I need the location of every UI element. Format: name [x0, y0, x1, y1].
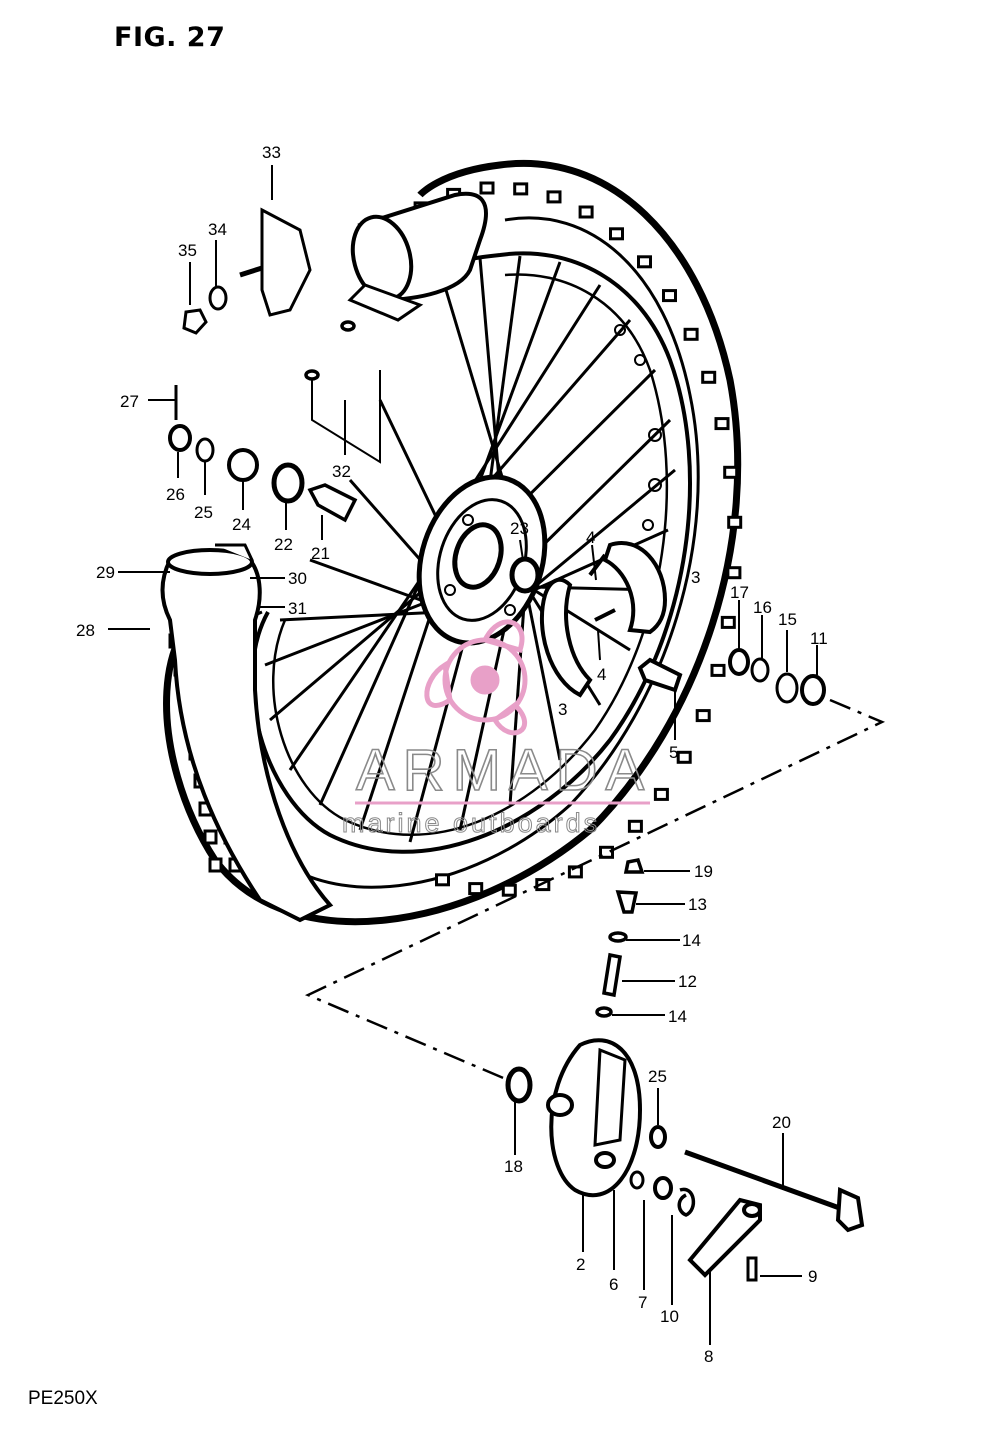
tread-block — [714, 417, 730, 431]
spoke — [358, 583, 443, 831]
right-axle-parts — [637, 648, 826, 706]
callout-4-lower: 4 — [597, 665, 606, 684]
watermark-logo — [355, 619, 650, 805]
callout-13: 13 — [688, 895, 707, 914]
callout-12: 12 — [678, 972, 697, 991]
callout-6: 6 — [609, 1275, 618, 1294]
tread-block — [599, 845, 614, 859]
left-hub-parts — [168, 207, 358, 523]
tread-block — [676, 750, 692, 764]
callout-9: 9 — [808, 1267, 817, 1286]
tread-block — [637, 255, 652, 269]
callout-19: 19 — [694, 862, 713, 881]
watermark-brand: ARMADA — [356, 738, 652, 803]
callout-21: 21 — [311, 544, 330, 563]
tread-block — [578, 205, 594, 219]
callout-35: 35 — [178, 241, 197, 260]
tread-block — [546, 190, 562, 204]
callout-29: 29 — [96, 563, 115, 582]
tread-block — [720, 615, 736, 629]
spoke — [378, 399, 445, 532]
tread-block — [726, 566, 742, 580]
brake-shoes — [540, 541, 668, 698]
callout-8: 8 — [704, 1347, 713, 1366]
callout-15: 15 — [778, 610, 797, 629]
callout-11: 11 — [810, 629, 828, 648]
tread-block — [653, 787, 669, 801]
callout-14-lower: 14 — [668, 1007, 687, 1026]
tread-block — [203, 829, 218, 845]
tread-block — [435, 873, 450, 887]
callout-10: 10 — [660, 1307, 679, 1326]
callout-34: 34 — [208, 220, 227, 239]
figure-title: FIG. 27 — [114, 22, 226, 53]
callout-14-upper: 14 — [682, 931, 701, 950]
grouping-lines — [304, 698, 886, 1082]
tube — [347, 191, 488, 322]
spoke — [525, 418, 672, 563]
tread-block — [501, 883, 517, 897]
bearing-23 — [509, 556, 541, 594]
tread-block — [479, 181, 495, 195]
tread-block — [627, 819, 643, 833]
callout-33: 33 — [262, 143, 281, 162]
spoke — [471, 319, 632, 503]
callout-23: 23 — [510, 519, 529, 538]
callout-3-lower: 3 — [558, 700, 567, 719]
callout-25-panel: 25 — [648, 1067, 667, 1086]
callout-24: 24 — [232, 515, 251, 534]
model-code: PE250X — [28, 1388, 98, 1409]
callout-5: 5 — [669, 743, 678, 762]
tread-block — [723, 465, 739, 479]
callout-18: 18 — [504, 1157, 523, 1176]
callout-2: 2 — [576, 1255, 585, 1274]
tread-block — [701, 370, 717, 384]
tread-block — [683, 327, 699, 341]
callout-16: 16 — [753, 598, 772, 617]
callout-30: 30 — [288, 569, 307, 588]
tread-block — [468, 882, 484, 896]
tread-block — [727, 515, 743, 529]
valve-parts — [595, 857, 645, 1018]
callout-7: 7 — [638, 1293, 647, 1312]
leader-lines — [108, 165, 818, 1345]
callout-32: 32 — [332, 462, 351, 481]
callout-27: 27 — [120, 392, 139, 411]
tread-block — [513, 182, 529, 196]
tread-block — [208, 857, 223, 873]
watermark-tagline: marine outboards — [342, 808, 600, 838]
callout-17: 17 — [730, 583, 749, 602]
callout-31: 31 — [288, 599, 307, 618]
callout-28: 28 — [76, 621, 95, 640]
tread-block — [662, 289, 677, 303]
callout-26: 26 — [166, 485, 185, 504]
brake-panel — [505, 1038, 696, 1217]
callout-3-upper: 3 — [691, 568, 700, 587]
spoke — [408, 617, 472, 843]
callout-20: 20 — [772, 1113, 791, 1132]
tread-block — [609, 227, 624, 241]
callout-labels: 33 34 35 27 26 25 24 22 21 32 23 29 30 3… — [76, 143, 828, 1366]
hub — [416, 474, 548, 646]
tread-block — [695, 709, 711, 723]
callout-22: 22 — [274, 535, 293, 554]
axle-lever — [684, 1149, 865, 1282]
spoke — [509, 368, 657, 515]
callout-4-upper: 4 — [586, 528, 595, 547]
callout-25-hub: 25 — [194, 503, 213, 522]
tire-section — [160, 543, 334, 923]
tread-block — [710, 663, 726, 677]
